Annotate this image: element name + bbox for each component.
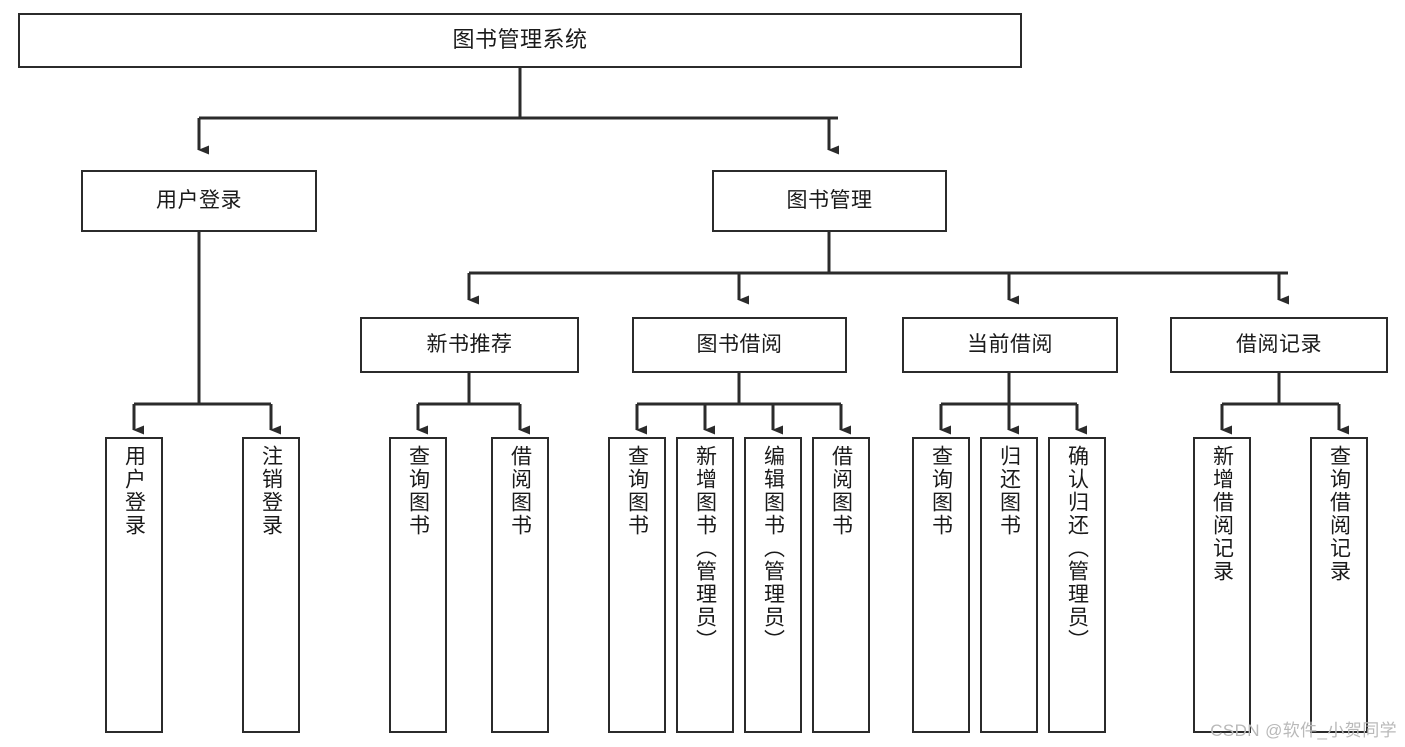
- node-new-book-recommend-label: 新书推荐: [426, 333, 513, 357]
- node-leaf-borrow-book-2[interactable]: 借阅图书: [812, 437, 870, 733]
- node-leaf-return-book-label: 归还图书: [997, 445, 1021, 537]
- node-leaf-add-book-admin-label: 新增图书（管理员）: [693, 445, 717, 652]
- node-book-manage[interactable]: 图书管理: [712, 170, 947, 232]
- node-user-login-label: 用户登录: [156, 189, 242, 213]
- node-leaf-query-book-2-label: 查询图书: [625, 445, 649, 537]
- node-leaf-user-login-label: 用户登录: [122, 445, 146, 537]
- node-borrow-record-label: 借阅记录: [1236, 333, 1322, 357]
- node-leaf-confirm-return-admin[interactable]: 确认归还（管理员）: [1048, 437, 1106, 733]
- node-leaf-query-borrow-record-label: 查询借阅记录: [1327, 445, 1351, 583]
- node-leaf-add-borrow-record-label: 新增借阅记录: [1210, 445, 1234, 583]
- node-leaf-edit-book-admin-label: 编辑图书（管理员）: [761, 445, 785, 652]
- node-leaf-borrow-book-1[interactable]: 借阅图书: [491, 437, 549, 733]
- node-leaf-query-book-1[interactable]: 查询图书: [389, 437, 447, 733]
- node-leaf-user-login[interactable]: 用户登录: [105, 437, 163, 733]
- node-leaf-query-borrow-record[interactable]: 查询借阅记录: [1310, 437, 1368, 733]
- node-leaf-borrow-book-2-label: 借阅图书: [829, 445, 853, 537]
- node-leaf-query-book-3-label: 查询图书: [929, 445, 953, 537]
- node-leaf-add-borrow-record[interactable]: 新增借阅记录: [1193, 437, 1251, 733]
- node-borrow-record[interactable]: 借阅记录: [1170, 317, 1388, 373]
- node-book-borrow-label: 图书借阅: [696, 333, 783, 357]
- node-leaf-query-book-1-label: 查询图书: [406, 445, 430, 537]
- node-current-borrow-label: 当前借阅: [967, 333, 1053, 357]
- node-book-manage-label: 图书管理: [786, 189, 873, 213]
- node-user-login[interactable]: 用户登录: [81, 170, 317, 232]
- node-new-book-recommend[interactable]: 新书推荐: [360, 317, 579, 373]
- node-leaf-edit-book-admin[interactable]: 编辑图书（管理员）: [744, 437, 802, 733]
- node-leaf-confirm-return-admin-label: 确认归还（管理员）: [1065, 445, 1089, 652]
- node-root[interactable]: 图书管理系统: [18, 13, 1022, 68]
- node-book-borrow[interactable]: 图书借阅: [632, 317, 847, 373]
- node-root-label: 图书管理系统: [452, 27, 588, 53]
- node-leaf-user-logout-label: 注销登录: [259, 445, 283, 537]
- node-leaf-query-book-2[interactable]: 查询图书: [608, 437, 666, 733]
- node-leaf-return-book[interactable]: 归还图书: [980, 437, 1038, 733]
- node-leaf-borrow-book-1-label: 借阅图书: [508, 445, 532, 537]
- node-current-borrow[interactable]: 当前借阅: [902, 317, 1118, 373]
- node-leaf-add-book-admin[interactable]: 新增图书（管理员）: [676, 437, 734, 733]
- node-leaf-query-book-3[interactable]: 查询图书: [912, 437, 970, 733]
- node-leaf-user-logout[interactable]: 注销登录: [242, 437, 300, 733]
